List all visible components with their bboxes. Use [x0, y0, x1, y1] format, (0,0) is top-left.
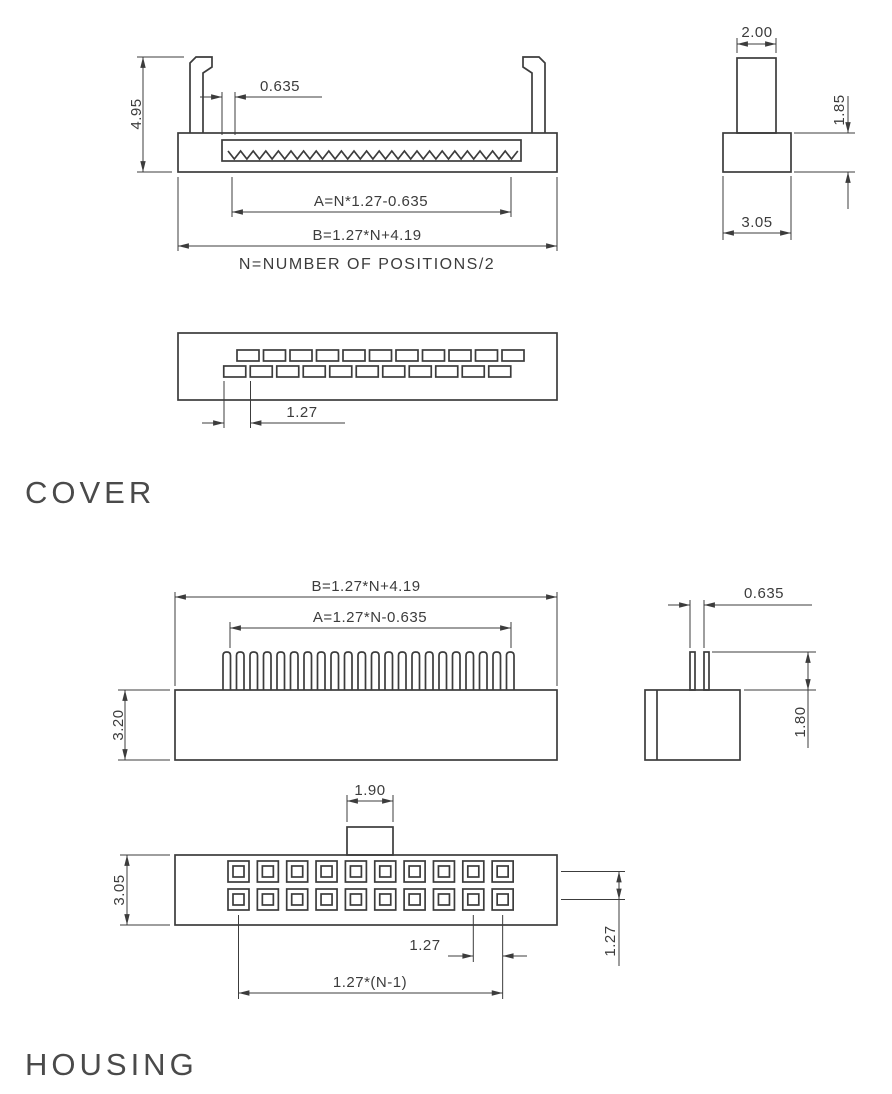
cover-side-base-outline	[722, 132, 792, 173]
dim-cover-side-base-height: 1.85	[794, 94, 855, 209]
dim-cover-b: B=1.27*N+4.19	[177, 177, 558, 251]
dim-housing-pin-length: 1.80	[712, 651, 816, 748]
dim-cover-slot-offset-text: 0.635	[260, 78, 300, 95]
cover-front-view: 4.95 0.635 A=N*1.27-0.635 B=1.27*N+4.19 …	[128, 56, 558, 273]
dim-cover-pitch-text: 1.27	[286, 404, 317, 421]
housing-sockets-outer-bottom-row	[227, 888, 514, 911]
dim-cover-side-top-width: 2.00	[736, 24, 777, 53]
dim-housing-tab-width: 1.90	[346, 782, 394, 822]
housing-title: HOUSING	[25, 1047, 198, 1082]
cover-contact-pads-top-row	[236, 349, 525, 362]
dim-cover-slot-offset: 0.635	[200, 78, 322, 135]
dim-housing-top-height: 3.20	[110, 689, 170, 761]
dim-cover-b-text: B=1.27*N+4.19	[312, 227, 421, 244]
dim-housing-top-height-text: 3.20	[110, 709, 127, 740]
housing-front-outline	[174, 854, 558, 926]
housing-body-outline	[174, 689, 558, 761]
dim-housing-b-text: B=1.27*N+4.19	[311, 578, 420, 595]
cover-slot-outline	[221, 139, 522, 162]
dim-housing-a: A=1.27*N-0.635	[229, 609, 512, 648]
cover-positions-note: N=NUMBER OF POSITIONS/2	[239, 256, 495, 273]
cover-side-top-outline	[736, 57, 777, 134]
housing-top-view: B=1.27*N+4.19 A=1.27*N-0.635 3.20	[110, 578, 558, 761]
dim-housing-front-height-text: 3.05	[111, 874, 128, 905]
housing-pin-1	[689, 651, 696, 691]
dim-housing-col-pitch: 1.27	[409, 915, 527, 999]
dim-housing-span-text: 1.27*(N-1)	[333, 974, 407, 991]
dim-housing-row-pitch: 1.27	[561, 871, 625, 966]
dim-cover-side-base-width-text: 3.05	[741, 214, 772, 231]
dim-cover-side-base-width: 3.05	[722, 176, 792, 240]
housing-sockets-outer-top-row	[227, 860, 514, 883]
housing-front-view: 1.90 3.05 1.27 1.27 1	[111, 782, 625, 999]
dim-cover-height-text: 4.95	[128, 98, 145, 129]
dim-housing-front-height: 3.05	[111, 854, 170, 926]
dim-cover-height: 4.95	[128, 56, 184, 173]
dim-housing-row-pitch-text: 1.27	[602, 925, 619, 956]
cover-contact-pads-bottom-row	[222, 365, 512, 378]
housing-side-outline	[644, 689, 741, 761]
dim-cover-side-top-width-text: 2.00	[741, 24, 772, 41]
dim-housing-a-text: A=1.27*N-0.635	[313, 609, 427, 626]
dim-housing-col-pitch-text: 1.27	[409, 937, 440, 954]
dim-housing-span: 1.27*(N-1)	[238, 915, 503, 999]
cover-body-outline	[177, 132, 558, 173]
housing-contact-teeth	[222, 651, 515, 690]
housing-pin-2	[703, 651, 710, 691]
dim-housing-pin-pitch-text: 0.635	[744, 585, 784, 602]
cover-title: COVER	[25, 475, 155, 510]
dim-cover-pitch: 1.27	[202, 381, 345, 428]
cover-bottom-view: 1.27	[177, 332, 558, 428]
cover-bottom-outline	[177, 332, 558, 401]
dim-cover-a-text: A=N*1.27-0.635	[314, 193, 428, 210]
cover-right-latch	[522, 56, 546, 133]
housing-side-view: 0.635 1.80	[644, 585, 816, 761]
dim-housing-pin-length-text: 1.80	[792, 706, 809, 737]
housing-sockets-inner-bottom-row	[232, 893, 509, 906]
dim-housing-tab-width-text: 1.90	[354, 782, 385, 799]
dim-housing-b: B=1.27*N+4.19	[174, 578, 558, 686]
housing-sockets-inner-top-row	[232, 865, 509, 878]
dim-cover-a: A=N*1.27-0.635	[231, 177, 512, 217]
dim-cover-side-base-height-text: 1.85	[831, 94, 848, 125]
housing-polarity-tab	[346, 826, 394, 856]
cover-serration	[227, 149, 519, 161]
cover-left-latch	[189, 56, 213, 133]
cover-side-view: 2.00 1.85 3.05	[722, 24, 855, 240]
dim-housing-pin-pitch: 0.635	[668, 585, 812, 648]
